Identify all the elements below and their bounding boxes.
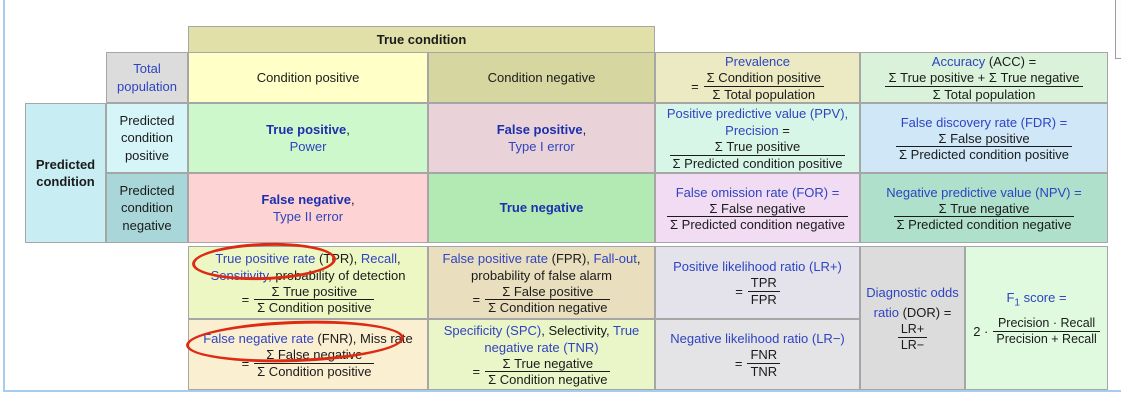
true-condition-label: True condition	[376, 31, 467, 47]
true-negative-link[interactable]: True negative	[499, 200, 584, 216]
precision-link[interactable]: Precision	[725, 123, 779, 139]
fdr-cell: False discovery rate (FDR) = Σ False pos…	[860, 103, 1108, 173]
accuracy-eq-text: (ACC) =	[985, 54, 1037, 70]
fnr-cell: False negative rate (FNR), Miss rate = Σ…	[188, 319, 428, 390]
for-link[interactable]: False omission rate (FOR) =	[675, 184, 840, 200]
prevalence-equals: =	[691, 78, 699, 94]
lr-minus-equals: =	[734, 355, 743, 371]
fall-out-link[interactable]: Fall-out	[593, 250, 637, 266]
f1-fraction: Precision · Recall Precision + Recall	[993, 316, 1100, 347]
lr-plus-fraction: TPR FPR	[747, 275, 780, 307]
lr-plus-link[interactable]: Positive likelihood ratio (LR+)	[673, 259, 842, 275]
total-population-cell: Total population	[106, 52, 188, 103]
tpr-cell: True positive rate (TPR), Recall, Sensit…	[188, 246, 428, 319]
fpr-text-2: , probability of false alarm	[471, 250, 641, 283]
for-fraction: Σ False negative Σ Predicted condition n…	[667, 201, 848, 233]
npv-fraction: Σ True negative Σ Predicted condition ne…	[893, 201, 1075, 233]
npv-link[interactable]: Negative predictive value (NPV) =	[886, 184, 1082, 200]
fnr-text-1: (FNR), Miss rate	[313, 331, 413, 347]
dor-cell: Diagnostic odds ratio (DOR) = LR+LR−	[860, 246, 965, 390]
tpr-link[interactable]: True positive rate	[215, 250, 316, 266]
tpr-text-2: ,	[396, 250, 401, 266]
tpr-fraction: Σ True positive Σ Condition positive	[254, 284, 375, 316]
f1-score-link[interactable]: F1 score =	[1006, 290, 1067, 309]
power-link[interactable]: Power	[289, 139, 327, 154]
lr-plus-cell: Positive likelihood ratio (LR+) = TPR FP…	[655, 246, 860, 319]
type-i-error-link[interactable]: Type I error	[508, 139, 575, 154]
predicted-positive-label: Predicted condition positive	[119, 113, 175, 163]
type-ii-error-link[interactable]: Type II error	[272, 209, 344, 224]
false-negative-cell: False negative, Type II error	[188, 173, 428, 243]
prevalence-link[interactable]: Prevalence	[724, 54, 791, 70]
window-left-border	[3, 0, 5, 392]
fnr-link[interactable]: False negative rate	[203, 331, 314, 347]
false-negative-comma: ,	[350, 191, 355, 207]
predicted-condition-positive-header: Predicted condition positive	[106, 103, 188, 173]
predicted-condition-label: Predicted condition	[35, 156, 96, 189]
fpr-equals: =	[472, 292, 481, 308]
dor-link[interactable]: Diagnostic odds ratio	[866, 285, 959, 320]
false-positive-link[interactable]: False positive	[496, 121, 583, 137]
true-condition-header: True condition	[188, 26, 655, 53]
spc-fraction: Σ True negative Σ Condition negative	[485, 356, 611, 388]
spc-cell: Specificity (SPC), Selectivity, True neg…	[428, 319, 655, 390]
true-negative-cell: True negative	[428, 173, 655, 243]
adjacent-box-fragment	[1115, 0, 1121, 59]
sensitivity-link[interactable]: Sensitivity	[210, 267, 269, 283]
lr-minus-link[interactable]: Negative likelihood ratio (LR−)	[670, 331, 845, 347]
npv-cell: Negative predictive value (NPV) = Σ True…	[860, 173, 1108, 243]
lr-plus-equals: =	[735, 283, 743, 299]
spc-equals: =	[472, 364, 481, 380]
condition-positive-header: Condition positive	[188, 52, 428, 103]
condition-positive-label: Condition positive	[256, 69, 360, 85]
prevalence-fraction: Σ Condition positive Σ Total population	[703, 70, 824, 102]
condition-negative-label: Condition negative	[487, 69, 596, 85]
false-positive-comma: ,	[582, 121, 587, 137]
fnr-equals: =	[241, 355, 250, 371]
ppv-equals: =	[778, 123, 790, 139]
false-negative-link[interactable]: False negative	[261, 191, 351, 207]
ppv-fraction: Σ True positive Σ Predicted condition po…	[669, 139, 846, 171]
fdr-fraction: Σ False positive Σ Predicted condition p…	[896, 131, 1072, 163]
spc-text-1: , Selectivity,	[541, 322, 614, 338]
total-population-link[interactable]: Total population	[117, 61, 177, 94]
predicted-condition-header: Predicted condition	[25, 103, 106, 243]
condition-negative-header: Condition negative	[428, 52, 655, 103]
fpr-link[interactable]: False positive rate	[442, 250, 549, 266]
accuracy-fraction: Σ True positive + Σ True negative Σ Tota…	[885, 70, 1083, 102]
true-positive-link[interactable]: True positive	[266, 121, 347, 137]
true-positive-comma: ,	[346, 121, 350, 137]
lr-minus-fraction: FNR TNR	[747, 347, 781, 379]
fpr-text-1: (FPR),	[548, 250, 594, 266]
f1-coefficient: 2 ·	[973, 323, 989, 339]
dor-fraction: LR+LR−	[897, 322, 928, 353]
fpr-cell: False positive rate (FPR), Fall-out, pro…	[428, 246, 655, 319]
for-cell: False omission rate (FOR) = Σ False nega…	[655, 173, 860, 243]
recall-link[interactable]: Recall	[360, 250, 397, 266]
f1-score-cell: F1 score = 2 · Precision · Recall Precis…	[965, 246, 1108, 390]
lr-minus-cell: Negative likelihood ratio (LR−) = FNR TN…	[655, 319, 860, 390]
window-bottom-border	[4, 390, 1121, 392]
predicted-condition-negative-header: Predicted condition negative	[106, 173, 188, 243]
accuracy-link[interactable]: Accuracy	[931, 54, 986, 70]
prevalence-cell: Prevalence = Σ Condition positive Σ Tota…	[655, 52, 860, 103]
true-positive-cell: True positive, Power	[188, 103, 428, 173]
accuracy-cell: Accuracy (ACC) = Σ True positive + Σ Tru…	[860, 52, 1108, 103]
ppv-link[interactable]: Positive predictive value (PPV),	[666, 106, 849, 122]
predicted-negative-label: Predicted condition negative	[119, 183, 175, 233]
tnr-link[interactable]: True negative rate (TNR)	[484, 322, 640, 355]
specificity-link[interactable]: Specificity (SPC)	[443, 322, 542, 338]
tpr-text-1: (TPR),	[315, 250, 361, 266]
false-positive-cell: False positive, Type I error	[428, 103, 655, 173]
dor-eq-text: (DOR) =	[902, 304, 952, 320]
tpr-equals: =	[241, 292, 250, 308]
tpr-text-3: , probability of detection	[268, 267, 406, 283]
fpr-fraction: Σ False positive Σ Condition negative	[485, 284, 611, 316]
fdr-link[interactable]: False discovery rate (FDR) =	[900, 114, 1068, 130]
fnr-fraction: Σ False negative Σ Condition positive	[254, 347, 375, 379]
ppv-cell: Positive predictive value (PPV), Precisi…	[655, 103, 860, 173]
